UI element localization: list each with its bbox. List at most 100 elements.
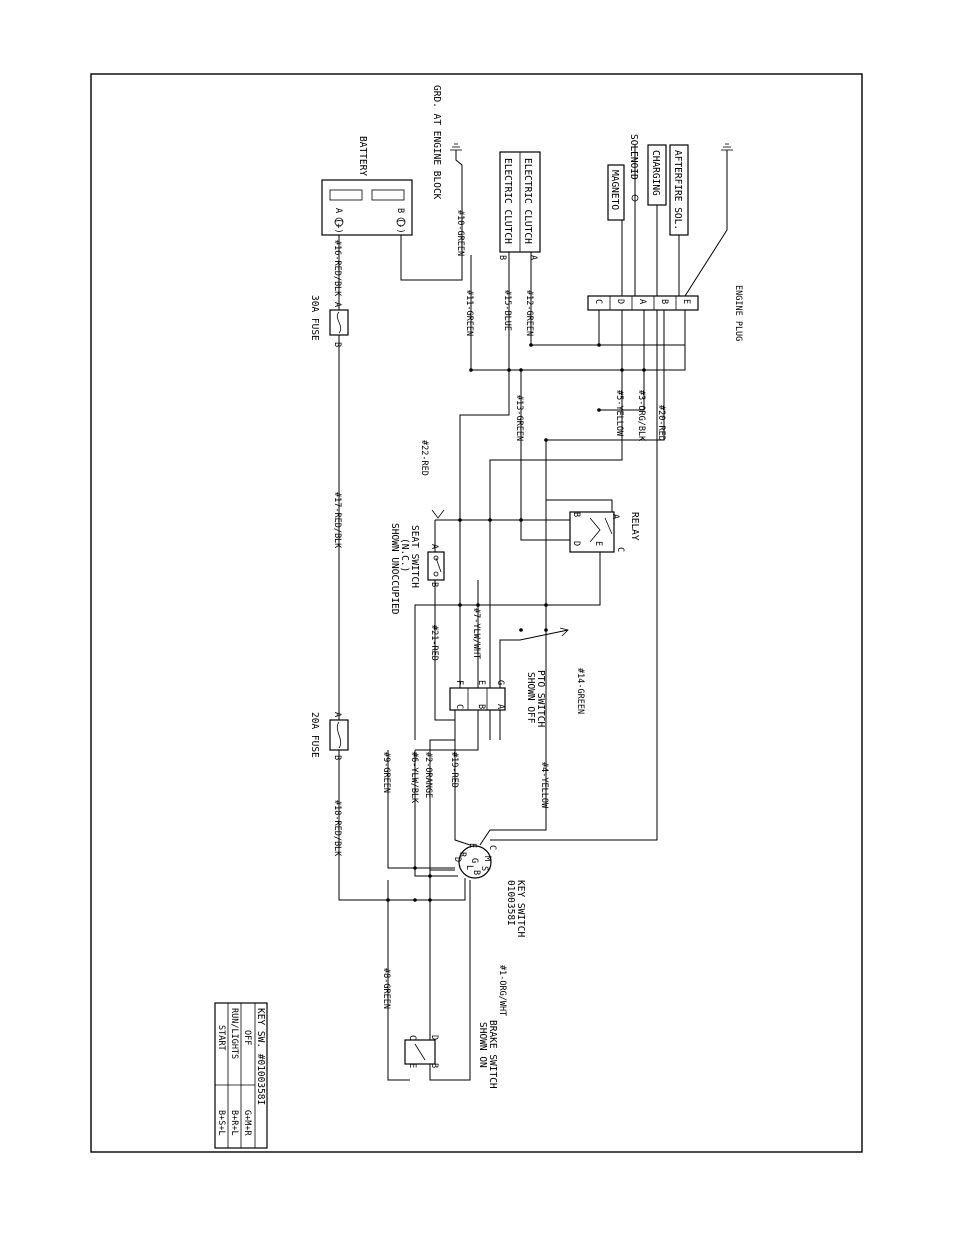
relay (569, 511, 615, 553)
label-fuse-30a: 30A FUSE (309, 295, 320, 341)
pin-pto-g: G (495, 680, 505, 685)
afterfire-box (669, 144, 689, 236)
wire-label-22: #22-RED (419, 440, 429, 476)
wire-label-1: #1-ORG/WHT (497, 965, 507, 1016)
key-table-row3-conn: B+S+L (216, 1110, 226, 1136)
ground-symbol-engine (450, 143, 462, 151)
labels: GRD. AT ENGINE BLOCK BATTERY B (-) A (+)… (216, 85, 743, 1136)
label-afterfire: AFTERFIRE SOL. (672, 150, 683, 230)
label-batt-b: B (-) (395, 208, 405, 234)
key-switch (458, 845, 492, 879)
battery (321, 179, 413, 236)
ground-symbol-right (721, 143, 733, 151)
wire-label-11: #11-GREEN (464, 290, 474, 336)
label-key-1: KEY SWITCH (515, 880, 526, 937)
pin-pto-c: C (454, 704, 464, 709)
wire-label-3: #3-ORG/BLK (636, 390, 646, 442)
wire-label-15: #15-BLUE (502, 290, 512, 331)
wire-label-16: #16-RED/BLK (332, 240, 342, 297)
pin-pto-b: B (476, 704, 486, 709)
wire-label-17: #17-RED/BLK (332, 492, 342, 549)
pin-plug-a: A (637, 299, 647, 304)
key-table-row1-conn: G+M+R (242, 1110, 252, 1136)
wire-label-14: #14-GREEN (575, 668, 585, 714)
wire-label-19: #19-RED (449, 752, 459, 788)
wire-label-12: #12-GREEN (524, 290, 534, 336)
pin-plug-b: B (659, 299, 669, 304)
charging-box (647, 144, 667, 206)
pin-key-e: E (467, 843, 477, 848)
label-clutch-2: ELECTRIC CLUTCH (502, 158, 513, 244)
key-table-title: KEY SW. #0100358I (255, 1008, 266, 1105)
label-battery: BATTERY (357, 136, 368, 176)
label-relay: RELAY (629, 512, 640, 541)
wire-label-13: #13-GREEN (514, 395, 524, 441)
pin-pto-a: A (495, 704, 505, 709)
label-charging: CHARGING (650, 150, 661, 196)
wire-label-18: #18-RED/BLK (332, 800, 342, 857)
fuse-20a (329, 719, 349, 751)
pin-plug-e: E (681, 299, 691, 304)
pin-brake-e: E (407, 1063, 417, 1068)
label-engine-plug: ENGINE PLUG (733, 285, 743, 341)
wire-label-10: #10-GREEN (455, 210, 465, 256)
arrow-markers (431, 509, 569, 637)
pin-relay-a: A (610, 514, 620, 519)
label-seat-3: SHOWN UNOCCUPIED (389, 523, 400, 615)
seat-switch (427, 551, 445, 581)
pin-pto-f: F (454, 680, 464, 685)
key-switch-table (214, 1002, 268, 1149)
pin-fuse20-b: B (332, 755, 342, 760)
pin-brake-c: C (407, 1035, 417, 1040)
label-fuse-20a: 20A FUSE (309, 712, 320, 758)
pin-key-r: R (457, 852, 467, 858)
pin-brake-b: B (429, 1063, 439, 1068)
junction-dots (386, 343, 646, 902)
label-pto-1: PTO SWITCH (535, 670, 546, 727)
wire-label-8: #8-GREEN (381, 968, 391, 1009)
key-table-row3-pos: START (216, 1025, 226, 1051)
label-seat-1: SEAT SWITCH (409, 525, 420, 588)
label-batt-a: A (+) (333, 208, 343, 234)
wire-label-20: #20-RED (656, 405, 666, 441)
pin-fuse20-a: A (332, 712, 342, 717)
pin-key-s: S (479, 866, 489, 871)
solenoid-terminal (631, 194, 639, 202)
pin-key-m: M (482, 856, 492, 861)
pin-key-l: L (464, 865, 474, 870)
label-magneto: MAGNETO (609, 170, 620, 210)
diagram-border (90, 73, 863, 1153)
brake-switch (404, 1039, 436, 1065)
pin-seat-b: B (429, 582, 439, 587)
pin-clutch-b: B (497, 255, 507, 260)
pin-fuse30-a: A (332, 302, 342, 307)
electric-clutch (499, 151, 541, 253)
fuse-30a (329, 309, 349, 336)
wire-label-4: #4-YELLOW (539, 762, 549, 809)
pin-fuse30-b: B (332, 342, 342, 347)
label-key-2: 0100358I (505, 880, 516, 926)
label-pto-2: SHOWN OFF (525, 672, 536, 724)
pin-relay-b: B (571, 512, 581, 517)
pin-plug-c: C (593, 299, 603, 304)
pin-relay-c: C (615, 547, 625, 552)
wire-label-7: #7-YLW/WHT (471, 608, 481, 659)
wire-label-5: #5-YELLOW (614, 390, 624, 437)
key-table-row1-pos: OFF (242, 1030, 252, 1045)
pin-key-b: B (471, 870, 481, 875)
pin-clutch-a: A (528, 255, 538, 260)
pto-switch (449, 687, 506, 711)
label-seat-2: (N.C.) (399, 538, 410, 572)
pin-relay-e: E (593, 541, 603, 546)
wire-label-6: #6-YLW/BLK (409, 752, 419, 804)
label-gnd-engine: GRD. AT ENGINE BLOCK (431, 85, 442, 200)
label-brake-1: BRAKE SWITCH (487, 1020, 498, 1089)
pin-seat-a: A (429, 544, 439, 549)
wire-label-2: #2-ORANGE (423, 752, 433, 798)
label-brake-2: SHOWN ON (477, 1022, 488, 1068)
pin-key-c: C (487, 845, 497, 850)
label-clutch-1: ELECTRIC CLUTCH (522, 158, 533, 244)
engine-plug (587, 295, 699, 311)
wire-label-9: #9-GREEN (381, 752, 391, 793)
